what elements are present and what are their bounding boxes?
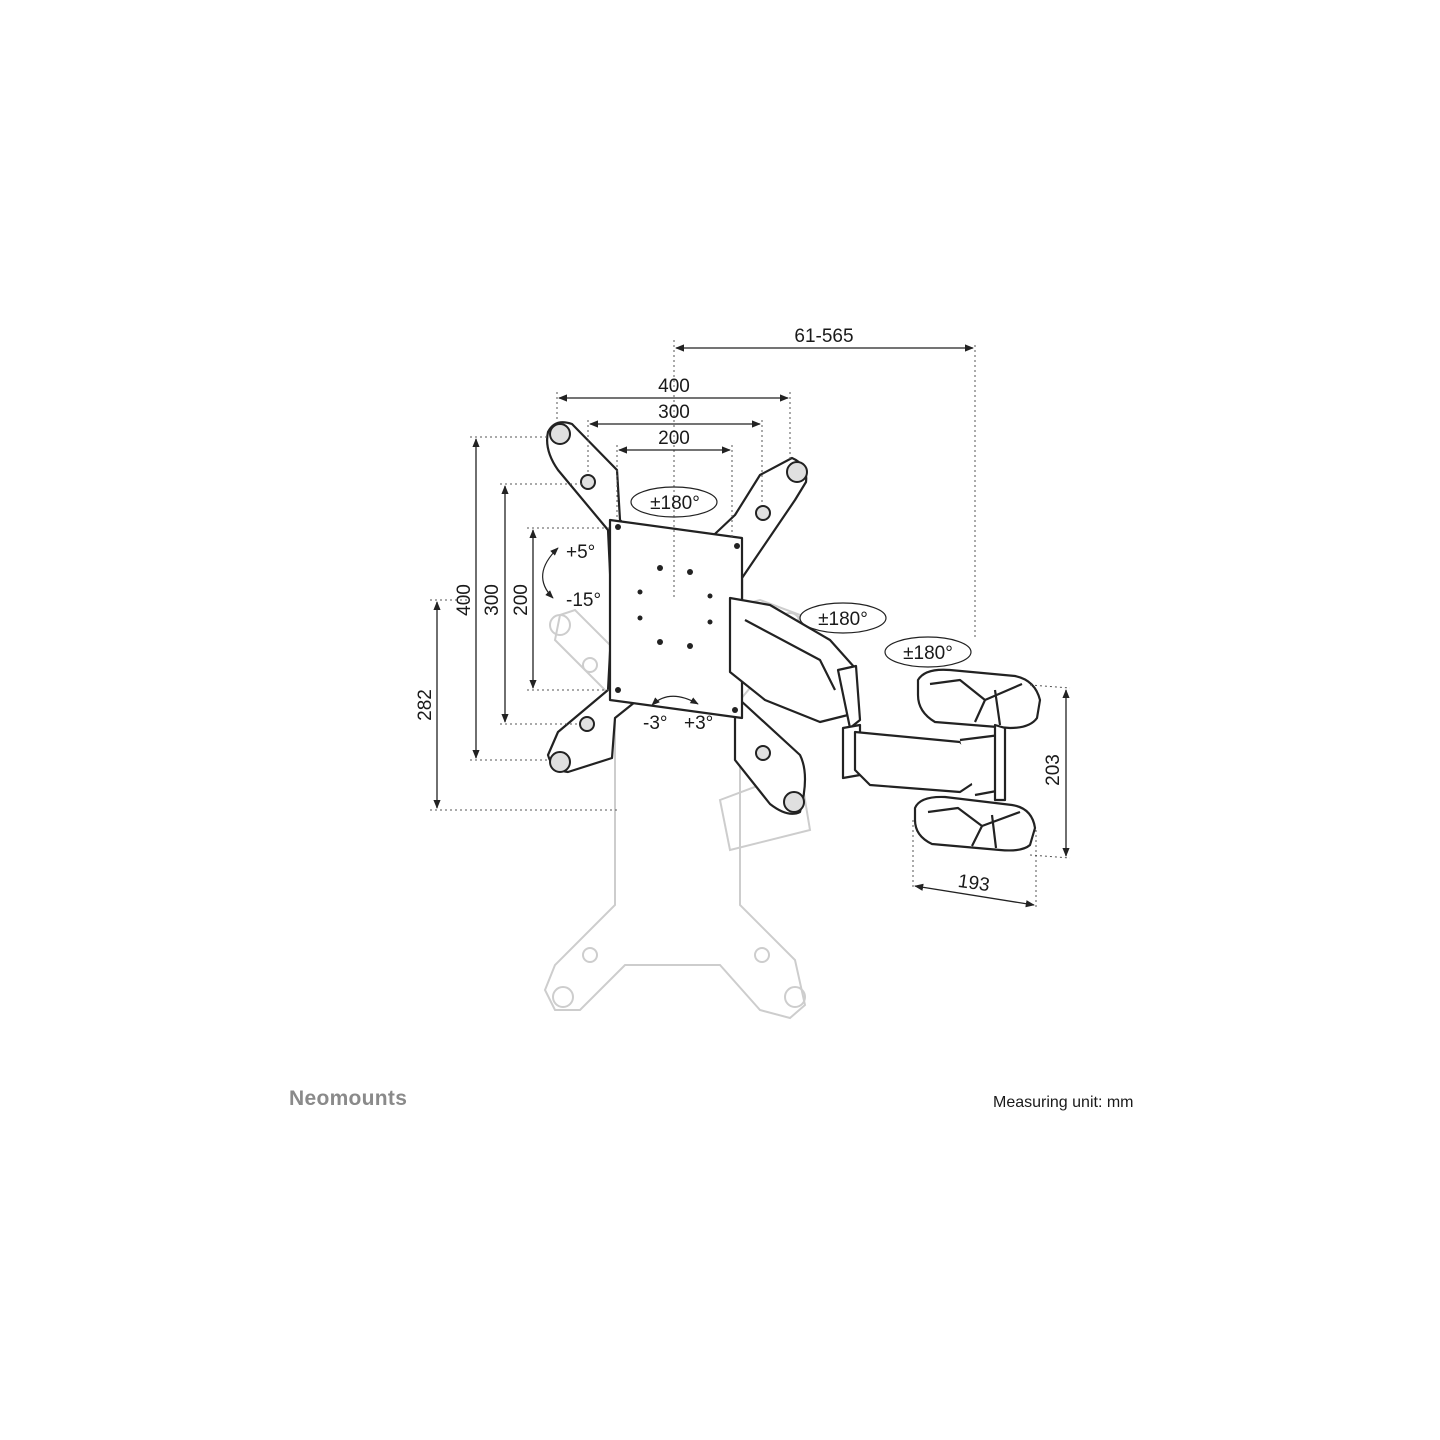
measuring-unit-note: Measuring unit: mm: [993, 1094, 1134, 1111]
wall-plate: [913, 668, 1042, 852]
plate-rotation-label: ±180°: [650, 493, 700, 514]
vesa-width-400-label: 400: [658, 376, 690, 397]
rotation-indicators: [542, 486, 972, 706]
dimension-lines: [433, 344, 1070, 908]
brand-logo: Neomounts: [289, 1087, 408, 1110]
vesa-height-400-label: 400: [454, 584, 475, 616]
vesa-height-300-label: 300: [482, 584, 503, 616]
tilt-down-label: -15°: [566, 590, 601, 611]
arm-rotation-label: ±180°: [818, 609, 868, 630]
extension-lines: [430, 340, 1071, 910]
vesa-plate-holes: [615, 524, 740, 713]
vesa-width-300-label: 300: [658, 402, 690, 423]
vesa-height-200-label: 200: [511, 584, 532, 616]
reach-label: 61-565: [794, 326, 853, 347]
vesa-width-200-label: 200: [658, 428, 690, 449]
wallplate-height-label: 203: [1043, 754, 1064, 786]
level-minus-label: -3°: [643, 713, 668, 734]
vesa-plate: [546, 421, 808, 815]
vesa-plate-pads: [549, 423, 808, 813]
mount-arm: [728, 596, 1004, 797]
wall-rotation-label: ±180°: [903, 643, 953, 664]
tilt-up-label: +5°: [566, 542, 595, 563]
level-plus-label: +3°: [684, 713, 713, 734]
wallplate-width-label: 193: [957, 871, 991, 896]
height-282-label: 282: [415, 689, 436, 721]
